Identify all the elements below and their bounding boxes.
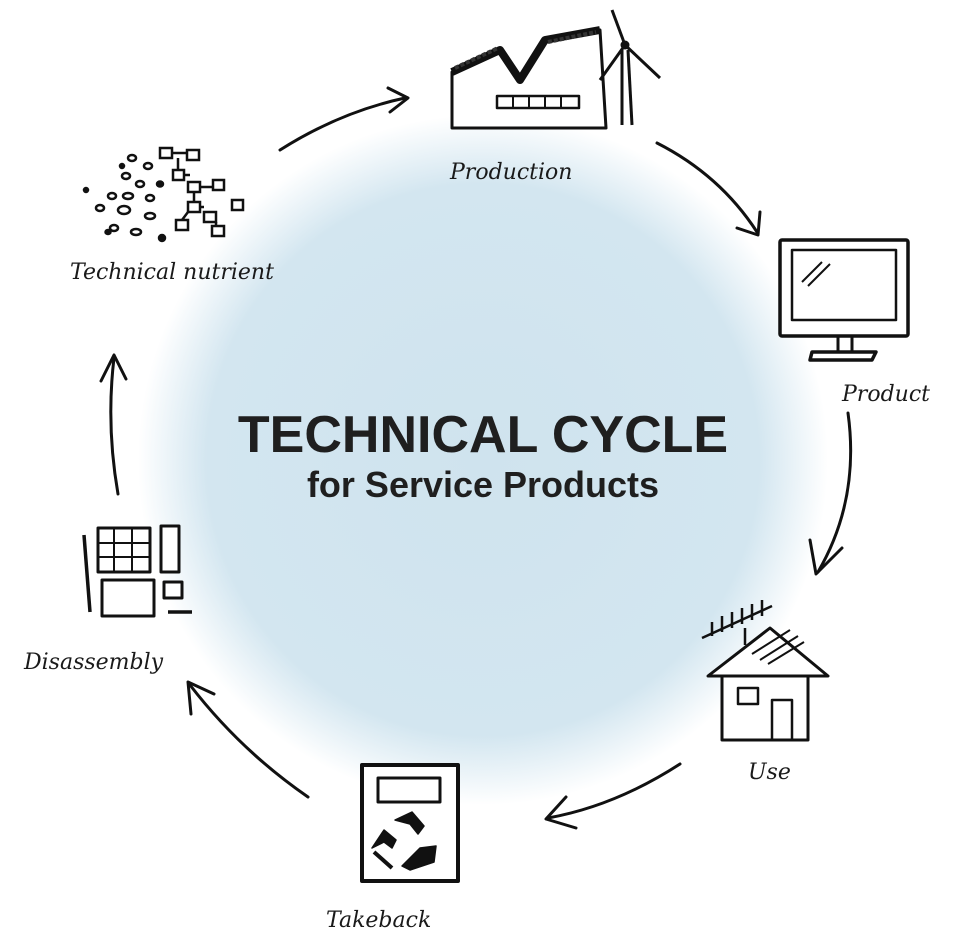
arrow-takeback-to-disassembly: [186, 680, 310, 799]
cycle-background-circle: [138, 115, 828, 805]
title-block: TECHNICAL CYCLE for Service Products: [233, 405, 733, 505]
label-product: Product: [842, 382, 930, 407]
arrow-product-to-use: [808, 411, 853, 576]
arrow-use-to-takeback: [544, 762, 682, 830]
label-use: Use: [748, 760, 791, 785]
arrow-disassembly-to-nutrient: [99, 353, 128, 496]
house-icon: [701, 600, 830, 742]
diagram-title: TECHNICAL CYCLE: [237, 406, 729, 464]
recycle-bin-icon: [360, 763, 460, 883]
label-takeback: Takeback: [326, 908, 432, 933]
arrow-nutrient-to-production: [278, 86, 410, 152]
factory-icon: [450, 9, 662, 130]
label-technical-nutrient: Technical nutrient: [70, 260, 274, 285]
disassembled-parts-icon: [82, 524, 192, 618]
label-disassembly: Disassembly: [24, 650, 164, 675]
monitor-icon: [778, 238, 910, 362]
arrow-production-to-product: [655, 141, 762, 237]
diagram-subtitle: for Service Products: [306, 464, 660, 505]
label-production: Production: [450, 160, 573, 185]
molecules-icon: [82, 146, 245, 243]
